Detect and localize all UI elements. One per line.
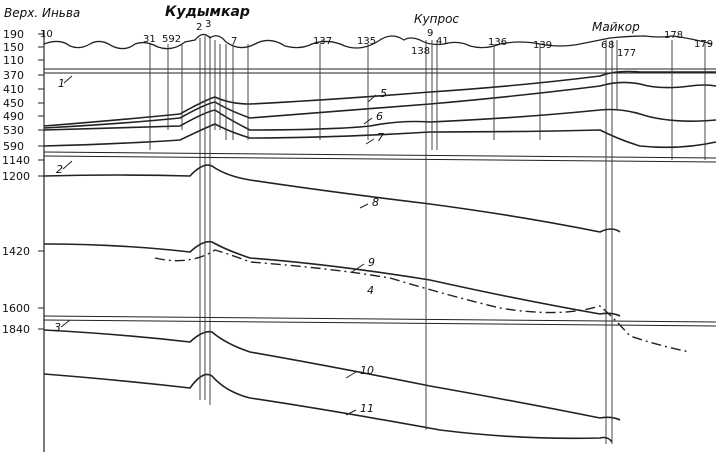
boundary-label-3: 3	[54, 321, 61, 334]
label-leader	[60, 319, 71, 328]
depth-tick-label: 150	[3, 41, 24, 54]
well-label: 41	[436, 36, 449, 47]
horizon-line-6	[43, 108, 717, 131]
well-label: 6	[601, 40, 607, 51]
well-label: 136	[488, 37, 507, 48]
horizon-line-5	[43, 81, 717, 129]
label-leader	[62, 160, 73, 170]
label-leader	[351, 263, 365, 273]
well-lines	[43, 36, 706, 444]
well-label: 8	[608, 40, 614, 51]
horizon-label-4: 4	[367, 284, 374, 297]
depth-tick-label: 370	[3, 69, 24, 82]
depth-tick-label: 490	[3, 110, 24, 123]
place-label-kupros: Купрос	[414, 12, 459, 26]
horizon-label-7: 7	[377, 131, 384, 144]
well-label: 10	[40, 29, 53, 40]
well-label: 9	[427, 28, 433, 39]
depth-tick-label: 190	[3, 28, 24, 41]
horizon-label-9: 9	[368, 256, 375, 269]
horizon-line-11	[43, 373, 613, 443]
place-label-verkh-inva: Верх. Иньва	[4, 6, 80, 20]
depth-tick-label: 1200	[2, 170, 30, 183]
horizon-line-10	[43, 329, 621, 421]
well-label: 178	[664, 30, 683, 41]
horizon-label-11: 11	[360, 402, 374, 415]
horizon-line-9	[43, 240, 621, 317]
horizon-label-10: 10	[360, 364, 374, 377]
label-leader	[367, 94, 377, 103]
horizon-label-8: 8	[372, 196, 379, 209]
label-leader	[359, 203, 369, 209]
well-label: 139	[533, 40, 552, 51]
boundary-line-3	[43, 319, 717, 327]
well-label: 592	[162, 34, 181, 45]
well-label: 2	[196, 22, 202, 33]
label-leader	[345, 409, 357, 416]
depth-tick-label: 1840	[2, 323, 30, 336]
well-label: 3	[205, 19, 211, 30]
well-label: 138	[411, 46, 430, 57]
boundary-label-2: 2	[56, 163, 63, 176]
well-label: 135	[357, 36, 376, 47]
well-label: 7	[231, 36, 237, 47]
depth-tick-label: 530	[3, 124, 24, 137]
horizon-label-5: 5	[380, 87, 387, 100]
horizon-line-top	[43, 70, 716, 127]
horizon-line-8	[43, 164, 621, 233]
boundary-line-2	[43, 155, 717, 163]
label-leader	[345, 371, 357, 379]
boundary-label-1: 1	[58, 77, 65, 90]
surface-relief-line	[43, 33, 713, 50]
well-label: 177	[617, 48, 636, 59]
depth-tick-label: 410	[3, 83, 24, 96]
label-leader	[365, 138, 375, 145]
horizon-label-6: 6	[376, 110, 383, 123]
boundary-line-3	[43, 315, 717, 323]
horizon-line-4	[154, 249, 691, 353]
depth-axis: 190 150 110 370 410 450 490 530 590 1140…	[2, 28, 44, 336]
well-label: 179	[694, 39, 713, 50]
depth-tick-label: 1420	[2, 245, 30, 258]
label-leader	[363, 117, 373, 125]
depth-tick-label: 450	[3, 97, 24, 110]
boundary-line-2	[43, 151, 717, 159]
depth-tick-label: 110	[3, 54, 24, 67]
horizon-line-7	[43, 123, 717, 149]
well-label: 31	[143, 34, 156, 45]
place-label-kudymkar: Кудымкар	[165, 4, 250, 20]
depth-tick-label: 590	[3, 140, 24, 153]
label-leader	[63, 75, 73, 84]
well-label: 137	[313, 36, 332, 47]
depth-tick-label: 1600	[2, 302, 30, 315]
depth-tick-label: 1140	[2, 154, 30, 167]
place-label-maikor: Майкор	[592, 20, 640, 34]
